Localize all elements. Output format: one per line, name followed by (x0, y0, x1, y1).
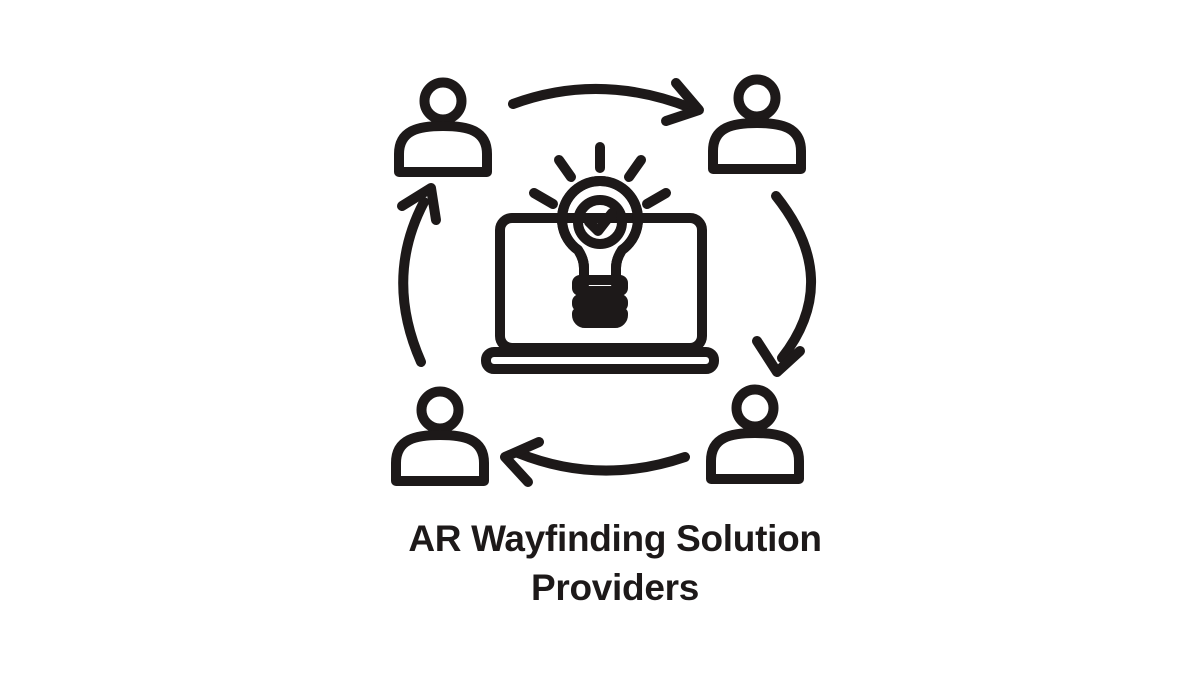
arrow-left-icon (500, 437, 690, 487)
user-icon (713, 80, 801, 170)
user-icon (396, 392, 484, 482)
user-icon (711, 390, 799, 480)
laptop-icon (481, 213, 719, 374)
caption-line-1: AR Wayfinding Solution (408, 518, 822, 559)
lightbulb-check-icon (529, 142, 671, 328)
arrow-down-icon (752, 191, 816, 377)
checkmark-icon (584, 208, 617, 236)
bulb-base (572, 275, 628, 328)
caption: AR Wayfinding Solution Providers (15, 514, 1200, 612)
arrow-up-icon (397, 183, 441, 367)
user-icon (399, 83, 487, 173)
caption-line-2: Providers (531, 567, 699, 608)
arrow-right-icon (508, 78, 704, 126)
bulb-rays (529, 142, 671, 209)
